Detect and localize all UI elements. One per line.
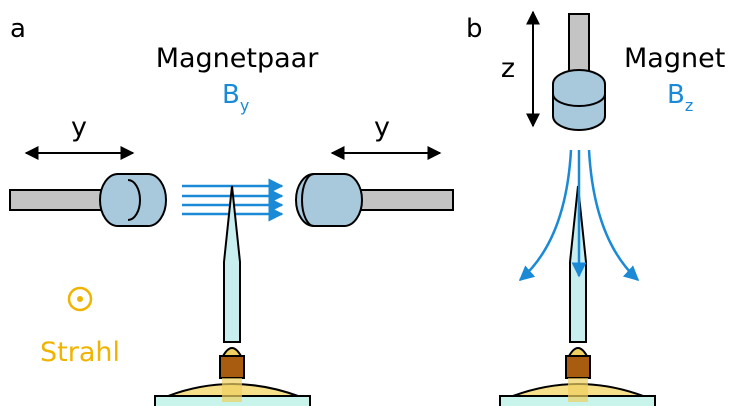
beam-dot bbox=[77, 296, 83, 302]
panel-a: a Magnetpaar By y y bbox=[9, 14, 454, 406]
holder-a bbox=[219, 355, 245, 379]
panel-a-field-label: By bbox=[222, 80, 249, 115]
panel-a-letter: a bbox=[10, 14, 26, 44]
holder-lower-b bbox=[568, 378, 588, 402]
z-axis-label: z bbox=[501, 53, 515, 84]
beam-label: Strahl bbox=[40, 337, 120, 368]
left-y-axis-label: y bbox=[71, 112, 87, 143]
top-magnet bbox=[552, 69, 606, 131]
panel-b-field-label: Bz bbox=[667, 80, 693, 115]
beam-circle bbox=[67, 286, 93, 312]
field-line-right bbox=[587, 149, 640, 282]
panel-a-field-sub: y bbox=[240, 96, 249, 115]
tip-assembly-b bbox=[499, 185, 656, 406]
tip-assembly-a bbox=[154, 185, 311, 406]
panel-b-field-base: B bbox=[667, 80, 685, 110]
panel-b-field-sub: z bbox=[685, 96, 693, 115]
right-magnet bbox=[295, 173, 363, 227]
field-lines-bz bbox=[518, 149, 640, 282]
holder-b bbox=[565, 355, 591, 379]
tip-a bbox=[223, 185, 241, 343]
field-line-left bbox=[518, 149, 573, 281]
panel-b: b Magnet Bz z bbox=[466, 10, 725, 406]
panel-b-letter: b bbox=[466, 14, 483, 44]
beam-symbol bbox=[67, 286, 93, 312]
right-y-axis-label: y bbox=[374, 112, 390, 143]
left-magnet bbox=[99, 173, 167, 227]
panel-a-field-base: B bbox=[222, 80, 240, 110]
panel-a-title: Magnetpaar bbox=[156, 43, 320, 74]
right-magnet-rod bbox=[347, 189, 454, 211]
panel-b-title: Magnet bbox=[624, 43, 725, 74]
holder-lower-a bbox=[222, 378, 242, 402]
